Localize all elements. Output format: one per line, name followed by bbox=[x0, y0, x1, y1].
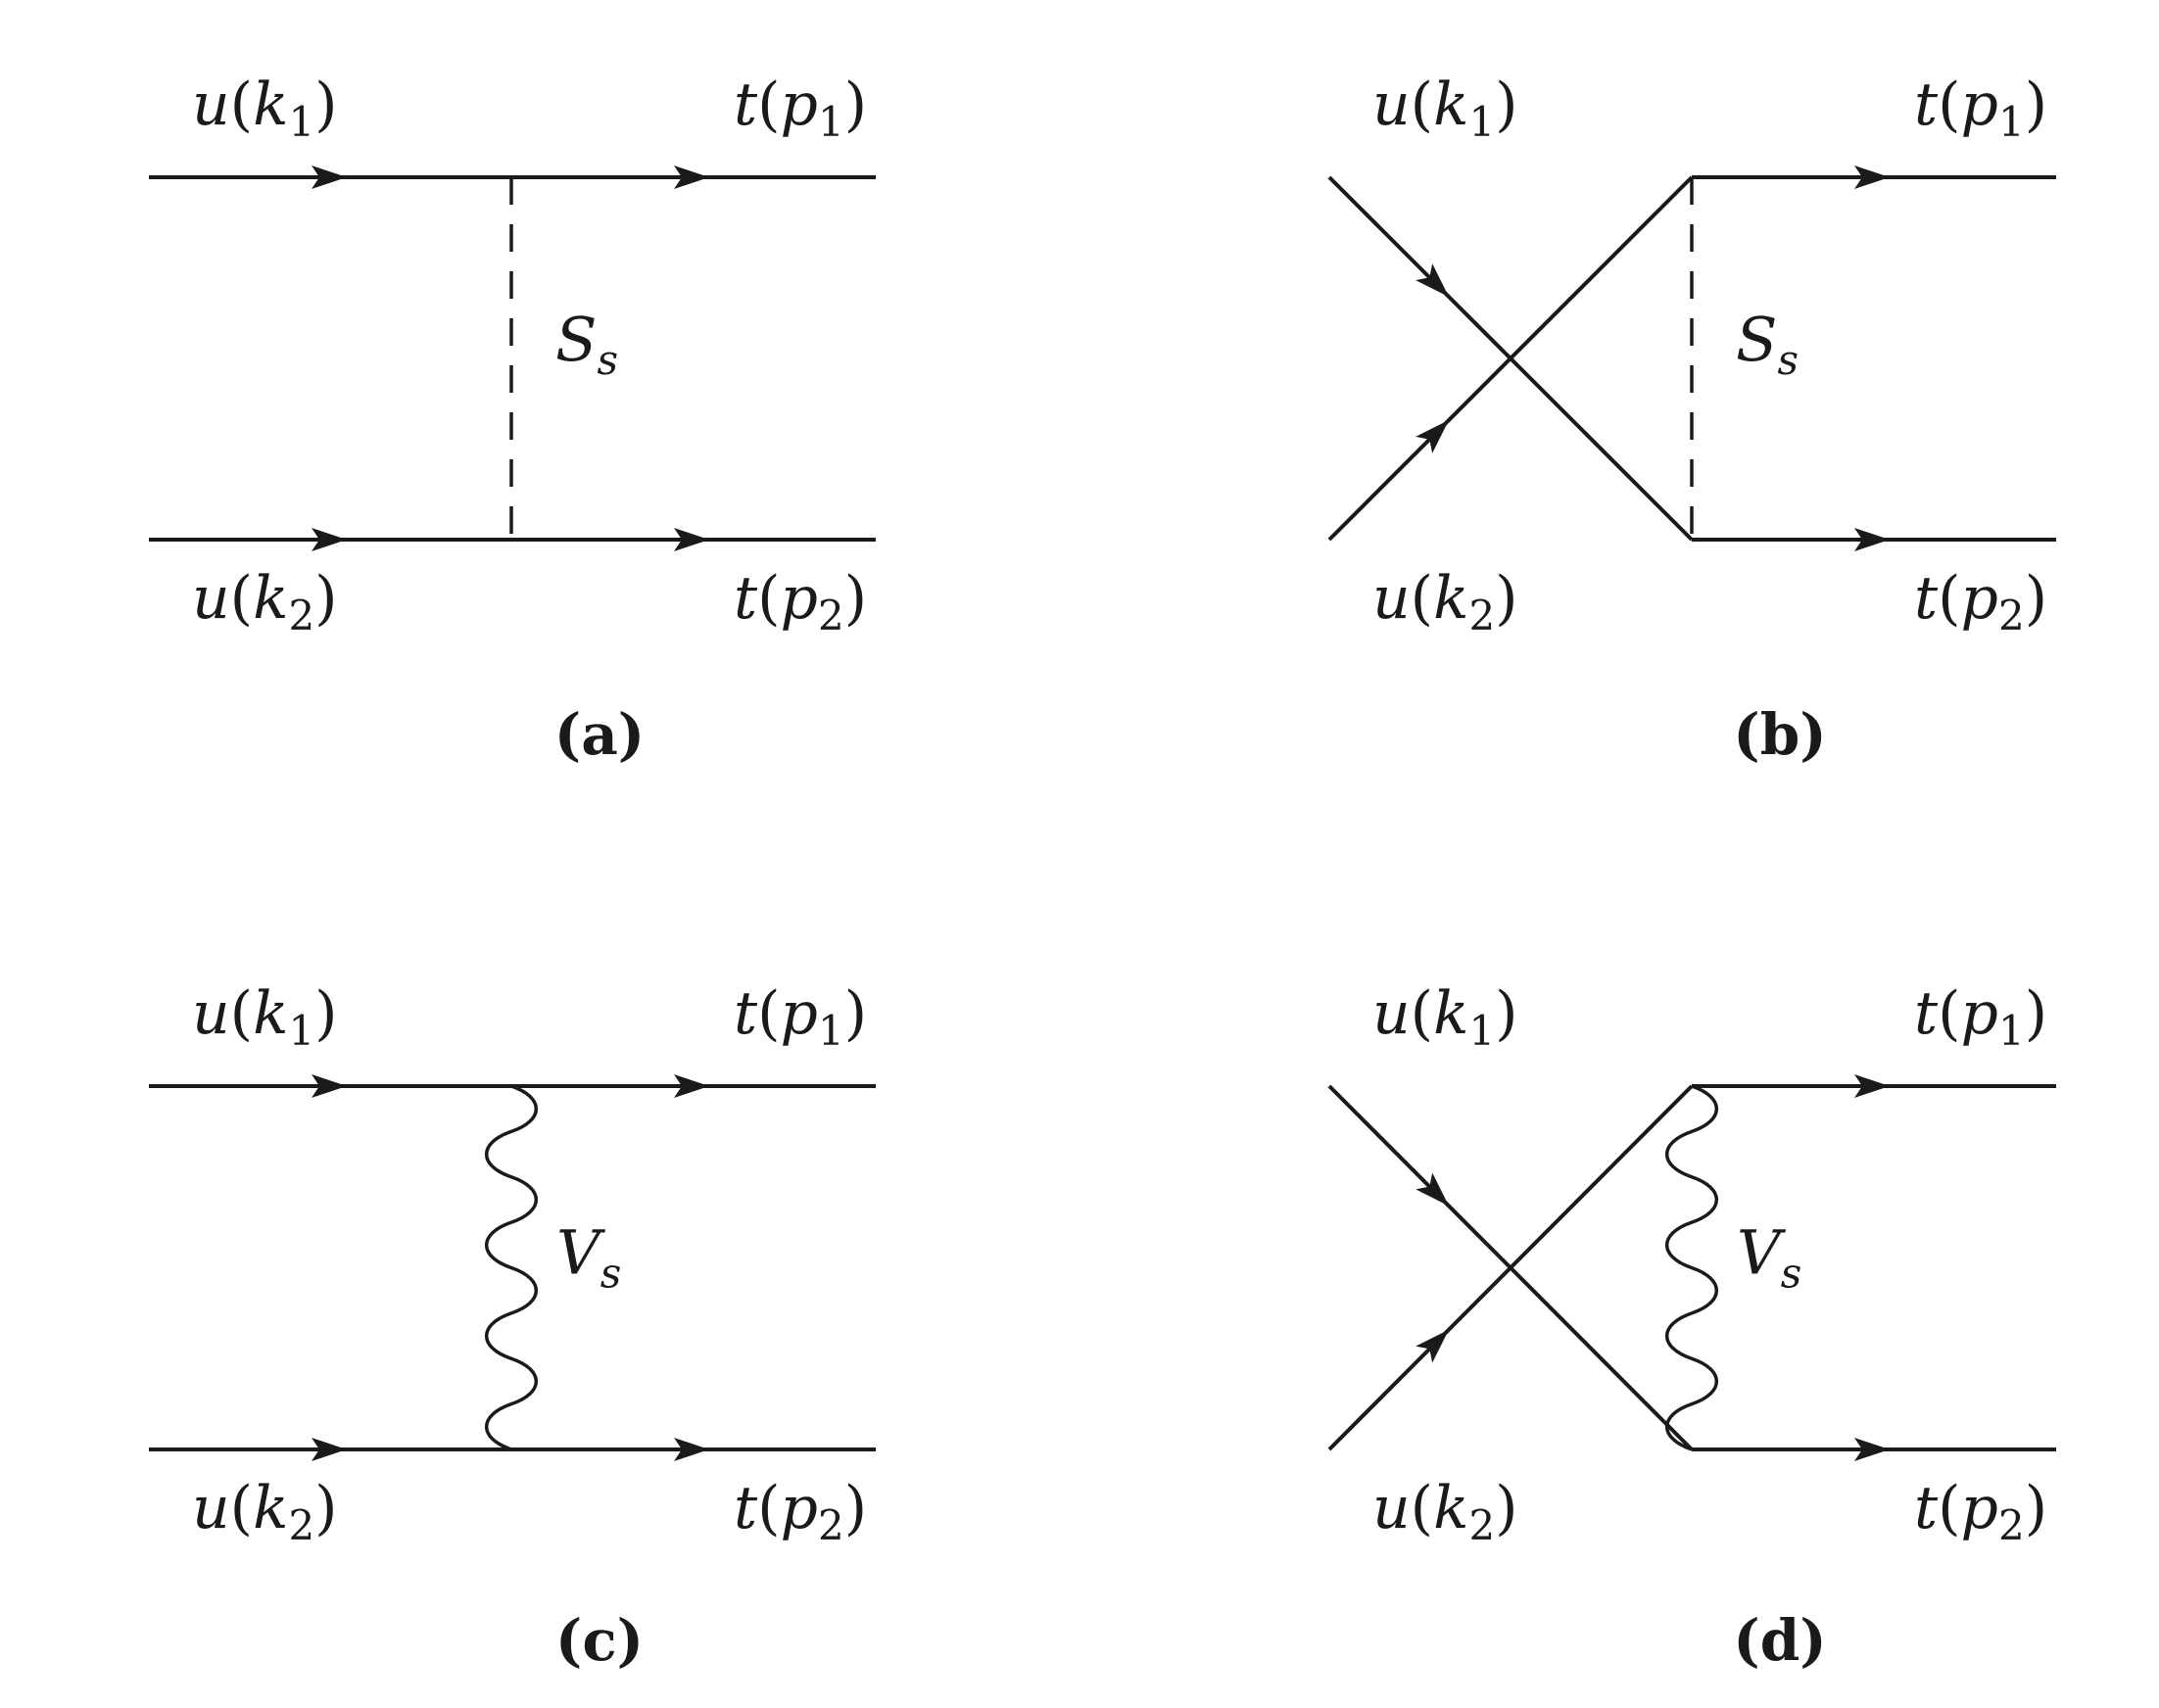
label-in-top: u(k1) bbox=[1372, 979, 1518, 1055]
arrow-out-top bbox=[1854, 1074, 1890, 1098]
arrow-in-top bbox=[1415, 263, 1450, 298]
label-in-top: u(k1) bbox=[192, 71, 338, 146]
label-out-bottom: t(p2) bbox=[734, 564, 867, 640]
diagram-d: u(k1) u(k2) t(p1) t(p2) Vs (d) bbox=[1327, 979, 2056, 1674]
arrow-out-bottom bbox=[1854, 528, 1890, 551]
fermion-line-in-bottom-crossed bbox=[1327, 1084, 1694, 1451]
arrow-out-bottom bbox=[674, 528, 709, 551]
label-in-bottom: u(k2) bbox=[192, 1474, 338, 1549]
arrow-out-top bbox=[674, 166, 709, 189]
diagram-caption: (d) bbox=[1733, 1607, 1826, 1674]
diagram-a: u(k1) u(k2) t(p1) t(p2) Ss (a) bbox=[149, 71, 876, 768]
label-in-top: u(k1) bbox=[1372, 71, 1518, 146]
mediator-label: Vs bbox=[556, 1217, 621, 1298]
vector-propagator bbox=[484, 1084, 539, 1451]
arrow-in-bottom bbox=[312, 1438, 347, 1461]
label-out-top: t(p1) bbox=[734, 71, 867, 146]
label-in-bottom: u(k2) bbox=[1372, 564, 1518, 640]
arrow-in-bottom bbox=[1415, 419, 1450, 453]
diagram-c: u(k1) u(k2) t(p1) t(p2) Vs (c) bbox=[149, 979, 876, 1674]
label-out-top: t(p1) bbox=[1914, 71, 2047, 146]
label-out-top: t(p1) bbox=[1914, 979, 2047, 1055]
label-out-bottom: t(p2) bbox=[1914, 1474, 2047, 1549]
label-out-bottom: t(p2) bbox=[1914, 564, 2047, 640]
diagram-caption: (a) bbox=[554, 701, 645, 768]
arrow-out-bottom bbox=[674, 1438, 709, 1461]
arrow-in-top bbox=[312, 1074, 347, 1098]
vector-propagator bbox=[1664, 1084, 1719, 1451]
arrow-in-top bbox=[1415, 1172, 1450, 1207]
diagram-caption: (c) bbox=[555, 1607, 644, 1674]
mediator-label: Ss bbox=[555, 304, 618, 384]
mediator-label: Vs bbox=[1737, 1217, 1801, 1298]
label-out-top: t(p1) bbox=[734, 979, 867, 1055]
arrow-out-top bbox=[674, 1074, 709, 1098]
arrow-in-bottom bbox=[1415, 1329, 1450, 1363]
arrow-out-top bbox=[1854, 166, 1890, 189]
arrow-in-bottom bbox=[312, 528, 347, 551]
label-in-top: u(k1) bbox=[192, 979, 338, 1055]
arrow-out-bottom bbox=[1854, 1438, 1890, 1461]
arrow-in-top bbox=[312, 166, 347, 189]
mediator-label: Ss bbox=[1736, 304, 1799, 384]
label-in-bottom: u(k2) bbox=[192, 564, 338, 640]
diagram-caption: (b) bbox=[1733, 701, 1826, 768]
diagram-b: u(k1) u(k2) t(p1) t(p2) Ss (b) bbox=[1327, 71, 2056, 768]
label-out-bottom: t(p2) bbox=[734, 1474, 867, 1549]
label-in-bottom: u(k2) bbox=[1372, 1474, 1518, 1549]
fermion-line-in-bottom-crossed bbox=[1327, 175, 1694, 542]
